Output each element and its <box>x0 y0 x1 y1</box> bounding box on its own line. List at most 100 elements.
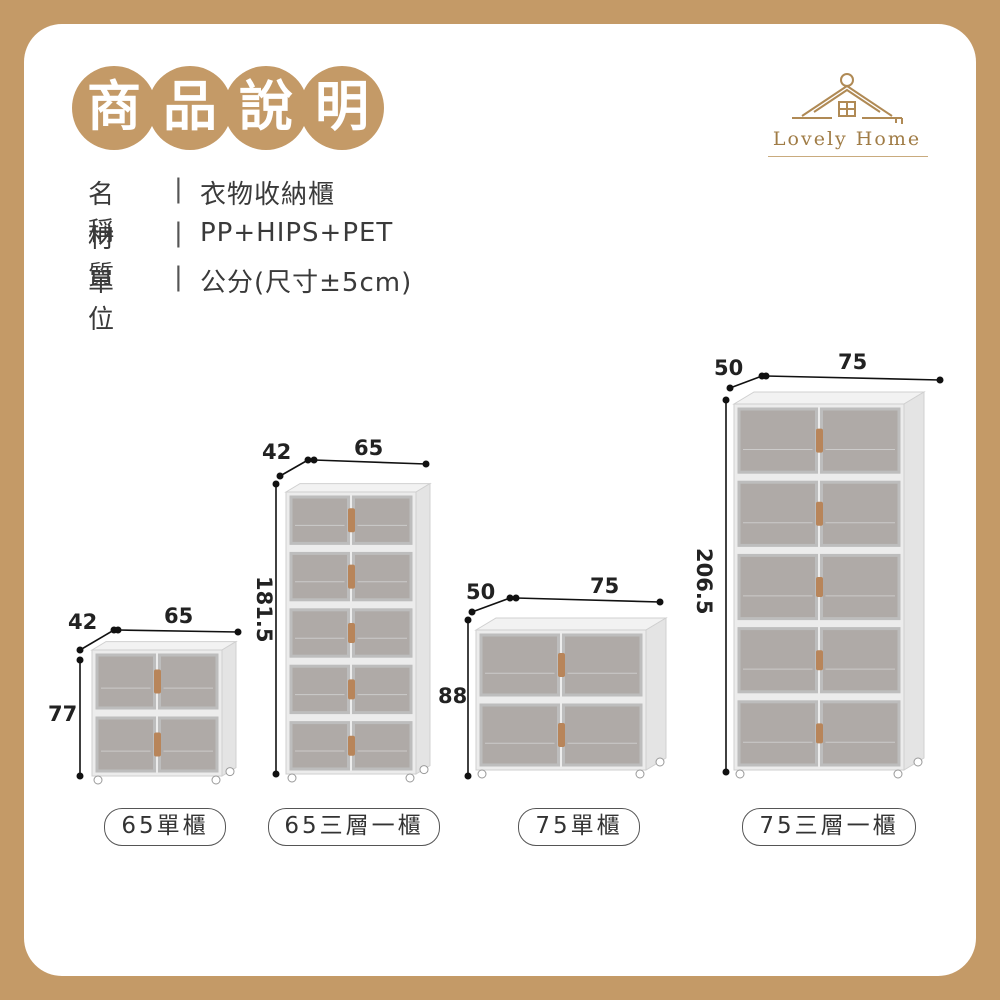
spec-key: 名稱 <box>88 180 125 247</box>
dimension-dot <box>310 456 318 464</box>
cab-65-triple-door-panel <box>289 721 350 771</box>
cab-65-triple-handle <box>348 564 355 589</box>
dim-depth-75-triple: 50 <box>714 356 744 380</box>
cab-65-triple-handle <box>348 679 355 700</box>
dimension-dot <box>468 608 476 616</box>
dimension-dot <box>726 384 734 392</box>
product-label-65-single: 65單櫃 <box>104 808 226 846</box>
dimension-line <box>279 459 309 477</box>
cab-75-triple-handle <box>816 501 823 526</box>
cab-75-triple-side <box>903 391 925 771</box>
cab-75-triple-door-panel <box>820 627 901 694</box>
cab-75-triple-wheel <box>893 769 903 779</box>
spec-value: 公分(尺寸±5cm) <box>200 268 413 298</box>
cabinet-illustrations <box>76 372 944 785</box>
cab-75-single-door-panel <box>479 703 560 767</box>
cab-65-triple-wheel <box>405 773 415 783</box>
cab-75-triple-handle <box>816 577 823 597</box>
dimension-dot <box>272 770 280 778</box>
cab-75-triple-wheel <box>913 757 923 767</box>
product-card: 商 品 說 明 Lovely Home 名稱 | 衣物收 <box>24 24 976 976</box>
cab-75-triple-top <box>732 391 926 405</box>
cab-65-single-wheel <box>211 775 221 785</box>
dim-depth-65-single: 42 <box>68 610 98 634</box>
dim-width-65-single: 65 <box>164 604 194 628</box>
cab-65-single-door-panel <box>95 653 156 710</box>
dimension-dot <box>76 656 84 664</box>
dimension-dot <box>422 460 430 468</box>
cab-75-triple-door-panel <box>820 700 901 767</box>
cab-65-single-wheel <box>225 767 235 777</box>
spec-key: 單位 <box>88 268 125 335</box>
dimension-dot <box>272 480 280 488</box>
section-title: 商 品 說 明 <box>72 66 412 156</box>
dim-width-65-triple: 65 <box>354 436 384 460</box>
cab-65-single-door-panel <box>158 716 219 773</box>
dimension-dot <box>722 396 730 404</box>
dimension-line <box>313 459 427 465</box>
cab-65-triple-door-panel <box>289 495 350 545</box>
cab-75-single-door-panel <box>562 703 643 767</box>
cab-65-single-door-panel <box>95 716 156 773</box>
title-char-3: 說 <box>239 75 293 138</box>
cab-65-triple-top <box>284 483 432 493</box>
brand-name: Lovely Home <box>772 128 922 150</box>
dimension-dot <box>304 456 312 464</box>
dimension-line <box>117 629 239 633</box>
dimension-line <box>515 597 661 603</box>
spec-value: PP+HIPS+PET <box>200 218 394 248</box>
cab-65-triple-door-panel <box>352 721 413 771</box>
cab-75-triple-handle <box>816 723 823 744</box>
cab-65-triple-door-panel <box>352 551 413 602</box>
brand-logo: Lovely Home <box>762 72 932 162</box>
cab-65-triple-door-panel <box>289 551 350 602</box>
cab-75-triple-door-panel <box>737 480 818 547</box>
dimension-dot <box>114 626 122 634</box>
dimension-dot <box>722 768 730 776</box>
dim-width-75-triple: 75 <box>838 350 868 374</box>
cab-65-triple-handle <box>348 508 355 533</box>
dimension-dot <box>512 594 520 602</box>
dimension-line <box>765 375 941 381</box>
spec-value: 衣物收納櫃 <box>200 180 336 210</box>
dimension-dot <box>762 372 770 380</box>
product-label-65-triple: 65三層一櫃 <box>268 808 440 846</box>
cab-65-triple-door-panel <box>289 664 350 715</box>
cab-75-single-side <box>645 617 667 771</box>
cab-75-triple-door-panel <box>820 407 901 474</box>
cab-65-single-handle <box>154 669 161 694</box>
dimension-dot <box>656 598 664 606</box>
spec-separator: | <box>174 218 184 248</box>
cab-65-triple-handle <box>348 735 355 756</box>
cab-75-single-top <box>474 617 668 631</box>
cab-65-triple-door-panel <box>352 664 413 715</box>
cab-65-triple-door-panel <box>289 608 350 658</box>
dimension-dot <box>464 772 472 780</box>
cab-65-single-door-panel <box>158 653 219 710</box>
dim-depth-65-triple: 42 <box>262 440 292 464</box>
cab-65-triple-wheel <box>287 773 297 783</box>
dimension-dot <box>76 772 84 780</box>
cab-65-triple-door-panel <box>352 495 413 545</box>
dimension-line <box>471 597 511 613</box>
product-label-75-triple: 75三層一櫃 <box>742 808 916 846</box>
dimension-dot <box>936 376 944 384</box>
title-char-1: 商 <box>87 75 141 138</box>
cab-75-single-door-panel <box>562 633 643 697</box>
dimension-dot <box>234 628 242 636</box>
spec-separator: | <box>174 174 184 204</box>
cab-75-triple-door-panel <box>737 553 818 621</box>
dimension-dot <box>506 594 514 602</box>
cab-75-triple-door-panel <box>820 480 901 547</box>
cab-75-single-wheel <box>635 769 645 779</box>
cab-65-single-top <box>90 641 238 651</box>
cab-75-triple-door-panel <box>820 553 901 621</box>
dimension-line <box>729 375 763 389</box>
dim-height-75-triple: 206.5 <box>692 548 716 615</box>
dim-height-75-single: 88 <box>438 684 468 708</box>
dim-depth-75-single: 50 <box>466 580 496 604</box>
product-label-75-single: 75單櫃 <box>518 808 640 846</box>
dim-width-75-single: 75 <box>590 574 620 598</box>
dimension-dot <box>464 616 472 624</box>
cab-65-triple-wheel <box>419 765 429 775</box>
